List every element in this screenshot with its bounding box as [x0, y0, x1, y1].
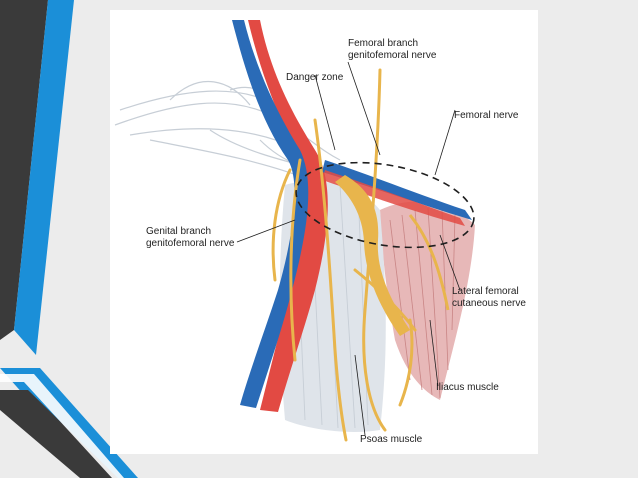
label-iliacus-muscle: Iliacus muscle: [436, 382, 499, 394]
anatomy-figure: Femoral branch genitofemoral nerve Dange…: [110, 10, 538, 454]
label-lateral-femoral: Lateral femoral cutaneous nerve: [452, 286, 526, 310]
dark-accent-stripe: [0, 0, 48, 340]
blue-accent-stripe: [14, 0, 74, 355]
femoral-artery-right: [322, 170, 465, 226]
label-genital-branch-line2: genitofemoral nerve: [146, 238, 235, 249]
label-lateral-femoral-line2: cutaneous nerve: [452, 298, 526, 309]
label-genital-branch: Genital branch genitofemoral nerve: [146, 226, 234, 250]
nerve-branches: [271, 68, 417, 442]
label-psoas-muscle: Psoas muscle: [360, 434, 422, 446]
label-danger-zone-text: Danger zone: [286, 72, 344, 83]
label-psoas-muscle-text: Psoas muscle: [360, 434, 423, 445]
label-femoral-branch-line1: Femoral branch: [348, 38, 419, 49]
label-femoral-branch-line2: genitofemoral nerve: [348, 50, 437, 61]
leader-lines: [236, 61, 461, 436]
label-femoral-nerve: Femoral nerve: [454, 110, 518, 122]
artery-vessel: [248, 20, 328, 412]
white-chevron-gap: [0, 374, 124, 478]
femoral-vessel-right: [322, 160, 472, 220]
femoral-nerve-shape: [335, 175, 410, 336]
danger-zone-ellipse: [295, 161, 475, 249]
label-femoral-branch: Femoral branch genitofemoral nerve: [348, 38, 436, 62]
label-genital-branch-line1: Genital branch: [146, 226, 212, 237]
label-femoral-nerve-text: Femoral nerve: [454, 110, 519, 121]
vein-vessel: [232, 20, 309, 408]
lateral-femoral-nerve-shape: [408, 214, 450, 311]
dark-bottom-chevron: [0, 390, 118, 478]
label-danger-zone: Danger zone: [286, 72, 343, 84]
anatomy-illustration: [114, 20, 475, 442]
label-lateral-femoral-line1: Lateral femoral: [452, 286, 519, 297]
label-iliacus-muscle-text: Iliacus muscle: [436, 382, 499, 393]
